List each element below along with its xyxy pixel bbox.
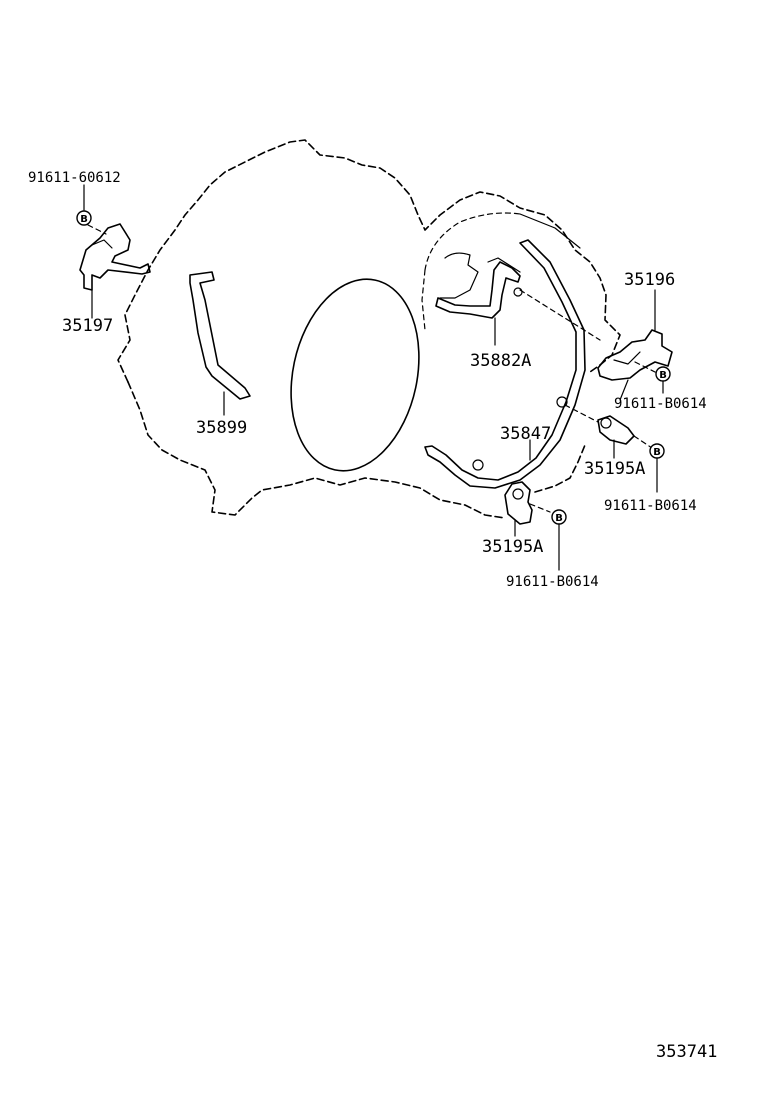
bracket-35196 <box>519 289 673 401</box>
label-bolt-top-left: 91611-60612 <box>28 170 121 186</box>
label-clamp-35195a-bottom: 35195A <box>482 537 543 557</box>
bracket-35197 <box>79 223 151 319</box>
svg-text:B: B <box>555 513 563 524</box>
label-tube-35899: 35899 <box>196 418 247 438</box>
tube-35882a <box>435 257 523 346</box>
clamp-35195a-bottom <box>504 481 551 537</box>
clamp-35195a-right <box>564 404 653 459</box>
svg-text:B: B <box>653 447 661 458</box>
bolt-right-upper: B <box>655 366 671 394</box>
bolt-top-left: B <box>76 184 92 226</box>
label-tube-35882a: 35882A <box>470 351 531 371</box>
bolt-symbol: B <box>80 214 88 225</box>
transmission-case-outline <box>117 139 621 519</box>
bolt-bottom: B <box>551 509 567 571</box>
label-bracket-35196: 35196 <box>624 270 675 290</box>
label-bracket-35197: 35197 <box>62 316 113 336</box>
svg-text:B: B <box>659 370 667 381</box>
label-bolt-right-lower: 91611-B0614 <box>604 498 697 514</box>
label-tube-35847: 35847 <box>500 424 551 444</box>
tube-35847 <box>424 239 586 489</box>
diagram-id: 353741 <box>656 1042 717 1062</box>
label-bolt-bottom: 91611-B0614 <box>506 574 599 590</box>
bolt-right-lower: B <box>649 443 665 493</box>
label-clamp-35195a-right: 35195A <box>584 459 645 479</box>
tube-35899 <box>189 271 251 416</box>
label-bolt-right-upper: 91611-B0614 <box>614 396 707 412</box>
